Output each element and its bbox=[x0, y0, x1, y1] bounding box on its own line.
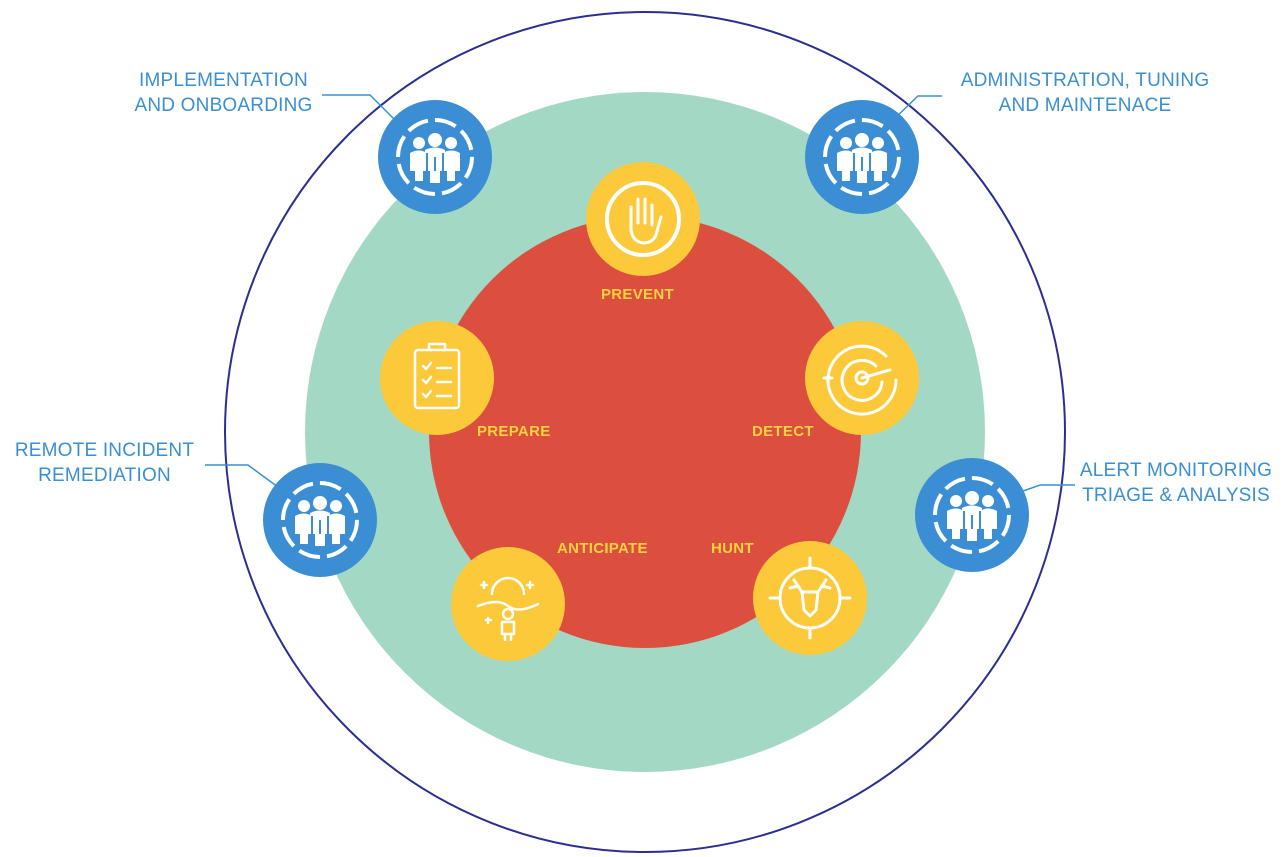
clipboard-checklist-icon bbox=[413, 342, 461, 410]
hand-stop-icon bbox=[629, 197, 663, 245]
red-core bbox=[429, 216, 861, 648]
remote-leader-line bbox=[205, 464, 283, 491]
alert-monitoring-label-line1: ALERT MONITORING bbox=[1079, 460, 1273, 481]
person-foresight-icon bbox=[476, 576, 540, 642]
radar-icon bbox=[822, 344, 898, 416]
hunt-label: HUNT bbox=[711, 540, 754, 557]
remote-incident-label-line2: REMEDIATION bbox=[38, 465, 171, 486]
deer-target-icon bbox=[768, 556, 852, 640]
detect-label: DETECT bbox=[752, 423, 814, 440]
implementation-label-line2: AND ONBOARDING bbox=[134, 95, 313, 116]
prevent-node bbox=[586, 162, 700, 276]
implementation-label: IMPLEMENTATION AND ONBOARDING bbox=[126, 68, 321, 118]
administration-label-line2: AND MAINTENACE bbox=[998, 95, 1172, 116]
prevent-label: PREVENT bbox=[601, 286, 674, 303]
remote-incident-node bbox=[263, 463, 377, 577]
administration-node bbox=[805, 100, 919, 214]
implementation-label-line1: IMPLEMENTATION bbox=[139, 70, 308, 91]
anticipate-label: ANTICIPATE bbox=[557, 540, 648, 557]
anticipate-node bbox=[451, 547, 565, 661]
prepare-label: PREPARE bbox=[477, 423, 551, 440]
alert-monitoring-node bbox=[915, 458, 1029, 572]
administration-label-line1: ADMINISTRATION, TUNING bbox=[960, 70, 1210, 91]
implementation-leader-line bbox=[322, 94, 396, 121]
administration-leader-line bbox=[892, 95, 942, 121]
prepare-node bbox=[380, 321, 494, 435]
implementation-node bbox=[378, 100, 492, 214]
alert-monitoring-label-line2: TRIAGE & ANALYSIS bbox=[1082, 485, 1270, 506]
detect-node bbox=[805, 321, 919, 435]
remote-incident-label-line1: REMOTE INCIDENT bbox=[14, 440, 195, 461]
administration-label: ADMINISTRATION, TUNING AND MAINTENACE bbox=[940, 68, 1230, 118]
alert-monitoring-label: ALERT MONITORING TRIAGE & ANALYSIS bbox=[1070, 458, 1282, 508]
remote-incident-label: REMOTE INCIDENT REMEDIATION bbox=[2, 438, 207, 488]
hunt-node bbox=[753, 541, 867, 655]
